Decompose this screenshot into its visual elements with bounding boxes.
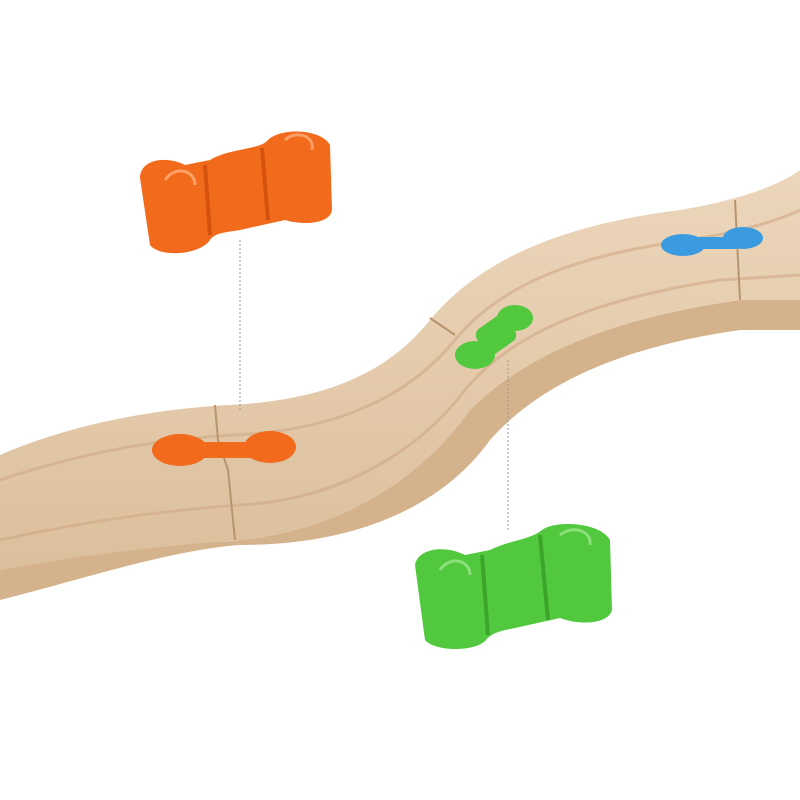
green-connector [415, 524, 612, 649]
track-side [0, 300, 800, 600]
track-joint [429, 317, 456, 336]
green-connector-inset [455, 305, 533, 369]
wooden-track [0, 170, 800, 570]
track-joint [734, 199, 741, 301]
orange-connector-inset [152, 431, 296, 466]
track-groove [0, 273, 800, 542]
blue-connector-inset [661, 227, 763, 256]
orange-connector [140, 131, 332, 254]
